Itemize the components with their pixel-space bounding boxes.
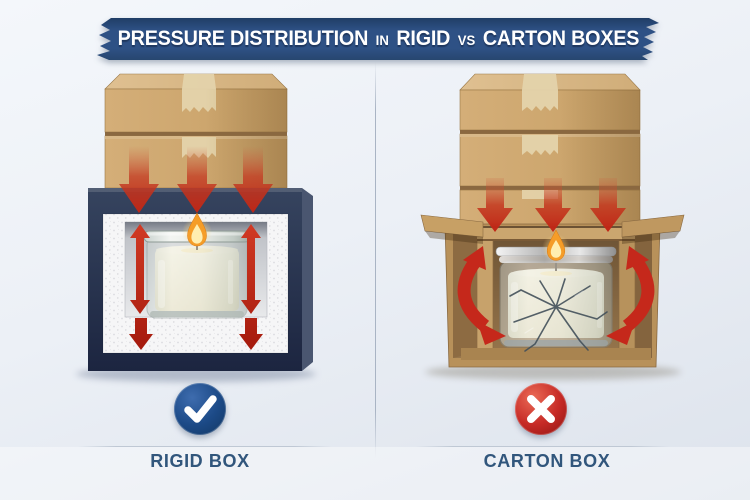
carton-box-shadow [425, 364, 681, 380]
title-text-connector-2: VS [457, 32, 475, 48]
curved-arrow-icon [477, 321, 506, 345]
down-arrow-icon [177, 146, 217, 213]
title-banner: PRESSURE DISTRIBUTION IN RIGID VS CARTON… [97, 18, 659, 60]
title-text-main-2: RIGID [395, 27, 450, 50]
down-arrow-icon [239, 318, 263, 350]
down-arrow-icon [590, 178, 626, 232]
curved-arrow-icon [626, 246, 649, 270]
double-vertical-arrow-icon [130, 224, 150, 314]
checkmark-icon [174, 383, 226, 435]
carton-flap [621, 214, 685, 238]
down-arrow-icon [129, 318, 153, 350]
title-text-main-1: PRESSURE DISTRIBUTION [117, 27, 368, 50]
cross-icon [515, 383, 567, 435]
candle-jar [143, 212, 251, 319]
curved-arrow-icon [606, 321, 635, 345]
down-arrow-icon [535, 178, 571, 232]
label-divider [415, 446, 669, 447]
cracked-candle-jar [495, 229, 617, 352]
page-title: PRESSURE DISTRIBUTION IN RIGID VS CARTON… [117, 27, 639, 51]
label-divider [78, 446, 332, 447]
carton-box-illustration [420, 73, 685, 380]
shock-absorption-arrows [129, 224, 263, 350]
carton-box-label: CARTON BOX [483, 451, 611, 471]
panel-divider [375, 62, 376, 458]
footer-strip [0, 447, 750, 500]
crush-arrows [457, 246, 655, 345]
rigid-box-illustration [76, 73, 316, 382]
title-text-main-3: CARTON BOXES [482, 27, 639, 50]
approved-badge [171, 380, 229, 438]
carton-flap [420, 214, 484, 238]
rigid-box-label: RIGID BOX [150, 451, 250, 471]
tape-strip [182, 74, 216, 89]
rejected-badge [512, 380, 570, 438]
down-arrow-icon [477, 178, 513, 232]
curved-arrow-icon [463, 246, 486, 270]
tape-strip [522, 74, 558, 90]
glass-cracks [509, 278, 608, 352]
pressure-arrows [477, 178, 626, 232]
pressure-arrows [119, 146, 273, 213]
down-arrow-icon [119, 146, 159, 213]
double-vertical-arrow-icon [241, 224, 261, 314]
title-banner-ribbon: PRESSURE DISTRIBUTION IN RIGID VS CARTON… [97, 18, 659, 60]
title-text-connector-1: IN [375, 32, 389, 48]
carton-box-panel: CARTON BOX [375, 0, 750, 500]
rigid-box-panel: RIGID BOX [76, 73, 332, 471]
down-arrow-icon [233, 146, 273, 213]
